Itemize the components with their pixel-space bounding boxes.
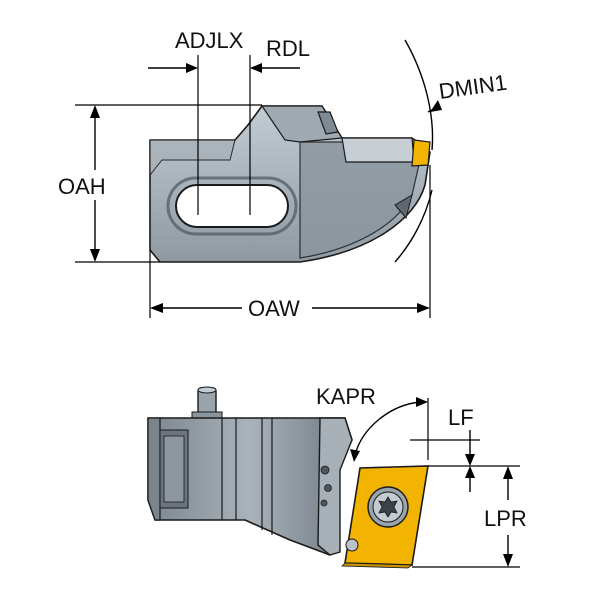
top-view: ADJLX RDL DMIN1 OAH OAW: [58, 28, 508, 321]
back-flange: [147, 417, 161, 521]
adjlx-label: ADJLX: [175, 28, 244, 53]
dmin1-label: DMIN1: [437, 70, 508, 104]
rdl-label: RDL: [266, 36, 310, 61]
top-view-left-bevel: [149, 139, 236, 177]
clamp-screw-detail: [317, 111, 339, 135]
lf-label: LF: [448, 405, 474, 430]
kapr-arc: [354, 401, 421, 456]
kapr-label: KAPR: [316, 384, 376, 409]
dmin1-arc: [404, 39, 434, 151]
oah-label: OAH: [58, 174, 106, 199]
adjustment-slot: [175, 184, 289, 228]
insert-top-view: [411, 139, 431, 167]
lpr-label: LPR: [484, 506, 527, 531]
oaw-label: OAW: [248, 296, 300, 321]
insert-seat: [341, 137, 415, 163]
side-view-head: [317, 417, 353, 556]
side-view: KAPR LF LPR: [147, 384, 527, 569]
torx-screw-icon: [367, 486, 409, 528]
